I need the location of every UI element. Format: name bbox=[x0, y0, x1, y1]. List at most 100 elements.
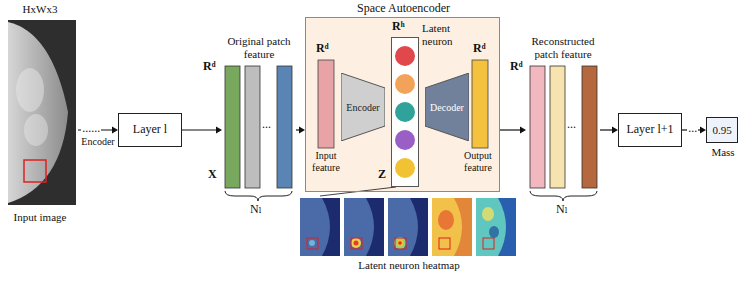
brace bbox=[530, 191, 597, 201]
group-title: Original patch feature bbox=[222, 35, 296, 60]
layer-label: Layer l+1 bbox=[626, 123, 673, 136]
figure-part bbox=[277, 66, 292, 188]
ellipsis: ... bbox=[567, 118, 576, 132]
figure-part bbox=[307, 238, 318, 249]
figure-part bbox=[439, 238, 450, 249]
feature-group: Reconstructed patch feature bbox=[526, 35, 600, 190]
mammogram bbox=[8, 20, 76, 205]
arrowhead bbox=[520, 127, 526, 134]
figure-part bbox=[432, 198, 462, 256]
panel-title: Space Autoencoder bbox=[306, 2, 501, 16]
group-title: Reconstructed patch feature bbox=[526, 35, 600, 60]
image-caption: Input image bbox=[2, 211, 78, 224]
arrow-caption: Encoder bbox=[76, 136, 120, 148]
feature-group: Original patch feature bbox=[222, 35, 296, 190]
decoder-label: Decoder bbox=[430, 102, 464, 113]
latent-label: Latent neuron bbox=[422, 22, 464, 47]
image-panel: HxWx3Input image bbox=[2, 3, 78, 228]
figure-part bbox=[388, 198, 418, 256]
connector-label: ... bbox=[687, 122, 698, 134]
connector bbox=[600, 127, 618, 134]
figure-part bbox=[24, 114, 48, 146]
neuron-circle bbox=[395, 158, 415, 178]
count-symbol: Nₗ bbox=[250, 203, 262, 217]
score-box: 0.95Mass bbox=[706, 117, 738, 143]
figure-part bbox=[16, 68, 44, 112]
connector bbox=[500, 127, 526, 134]
figure-part bbox=[300, 198, 340, 256]
figure-part bbox=[300, 198, 330, 256]
trapezoid-shape bbox=[425, 73, 469, 141]
score-value: 0.95 bbox=[712, 124, 731, 136]
latent-neurons bbox=[392, 38, 418, 186]
connector bbox=[296, 127, 305, 134]
autoencoder-panel bbox=[305, 17, 500, 192]
neuron-circle bbox=[395, 74, 415, 94]
figure-part bbox=[530, 66, 545, 188]
decoder-trapezoid: Decoder bbox=[425, 73, 469, 141]
figure-part bbox=[245, 66, 260, 188]
latent-column: Latent neuron bbox=[391, 37, 419, 187]
figure-part bbox=[309, 240, 315, 246]
layer-box: Layer l+1 bbox=[618, 113, 682, 147]
connector-line bbox=[182, 129, 217, 130]
figure-part bbox=[344, 198, 384, 256]
size-label: HxWx3 bbox=[2, 3, 78, 16]
figure-part bbox=[483, 238, 494, 249]
layer-label: Layer l bbox=[133, 123, 167, 136]
neuron-circle bbox=[395, 130, 415, 150]
figure-part bbox=[344, 198, 374, 256]
figure-part bbox=[582, 66, 597, 188]
arrowhead bbox=[216, 127, 222, 134]
count-symbol: Nₗ bbox=[556, 203, 568, 217]
figure-part bbox=[8, 22, 68, 203]
layer-box: Layer l bbox=[118, 113, 182, 147]
figure-part bbox=[318, 60, 334, 148]
neuron-circle bbox=[395, 46, 415, 66]
figure-part bbox=[472, 60, 488, 148]
class-label: Mass bbox=[701, 146, 745, 159]
heatmap-group: Latent neuron heatmap bbox=[298, 196, 520, 290]
reconstructed-patch-bars bbox=[530, 66, 597, 188]
figure-part bbox=[351, 238, 361, 248]
space-symbol: Rᵈ bbox=[316, 42, 329, 56]
figure-part bbox=[476, 198, 506, 256]
figure-part bbox=[225, 66, 240, 188]
figure-part bbox=[354, 241, 359, 246]
neuron-circle bbox=[395, 102, 415, 122]
figure-part bbox=[482, 207, 494, 221]
figure-part bbox=[398, 241, 402, 245]
figure-part bbox=[432, 198, 472, 256]
figure-part bbox=[8, 20, 76, 205]
connector-label: ...... bbox=[81, 122, 101, 134]
original-patch-bars bbox=[225, 66, 292, 188]
space-symbol: Rᵈ bbox=[473, 42, 486, 56]
connector bbox=[182, 127, 222, 134]
figure-part bbox=[395, 238, 406, 249]
figure-part bbox=[476, 198, 516, 256]
figure-part bbox=[438, 210, 454, 230]
heatmap-images bbox=[300, 198, 516, 256]
figure-part bbox=[550, 66, 565, 188]
bar-caption: Output feature bbox=[458, 150, 498, 173]
figure-part bbox=[397, 240, 404, 247]
connector-line bbox=[500, 129, 521, 130]
bar-caption: Input feature bbox=[306, 150, 346, 173]
figure-part bbox=[388, 198, 428, 256]
figure-part bbox=[394, 237, 406, 249]
figure-part bbox=[24, 160, 46, 182]
figure-part bbox=[305, 17, 500, 192]
heatmap-caption: Latent neuron heatmap bbox=[298, 259, 520, 272]
encoder-label: Encoder bbox=[346, 102, 379, 113]
brace bbox=[225, 191, 292, 201]
latent-symbol: Z bbox=[378, 168, 386, 182]
trapezoid-shape bbox=[341, 73, 385, 141]
encoder-trapezoid: Encoder bbox=[341, 73, 385, 141]
figure-part bbox=[351, 238, 362, 249]
ellipsis: ... bbox=[262, 118, 271, 132]
matrix-symbol: X bbox=[208, 168, 217, 182]
figure-part bbox=[489, 226, 499, 238]
connector-line bbox=[600, 129, 613, 130]
